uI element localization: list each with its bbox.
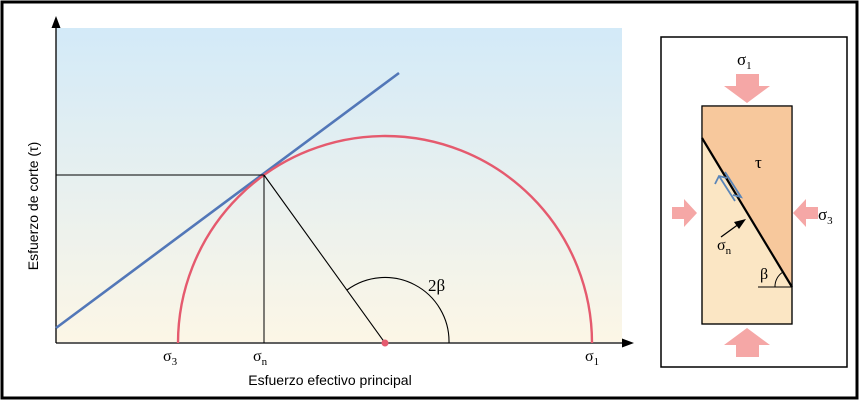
slip-arrows-icon <box>714 171 744 202</box>
sigma1-label: σ1 <box>737 50 752 72</box>
y-axis-title: Esfuerzo de corte (τ) <box>25 142 41 270</box>
bottom-compression-arrow-icon <box>724 328 770 357</box>
normal-arrowhead-icon <box>734 219 746 229</box>
specimen-outline <box>701 105 793 325</box>
mohr-circle <box>176 134 594 344</box>
top-compression-arrow-icon <box>724 74 770 103</box>
failure-envelope-line <box>55 71 400 330</box>
left-compression-arrow-icon <box>672 199 697 227</box>
sigma3-label: σ3 <box>818 205 833 227</box>
tick-label-sigma3: σ3 <box>163 348 178 368</box>
y-axis-arrowhead-icon <box>51 16 61 28</box>
beta-label: β <box>760 266 768 283</box>
plot-background <box>56 28 622 342</box>
x-axis-title: Esfuerzo efectivo principal <box>248 372 411 388</box>
fault-plane <box>701 137 793 288</box>
x-axis-arrowhead-icon <box>622 338 634 348</box>
tick-label-sigma1: σ1 <box>585 348 599 368</box>
right-compression-arrow-icon <box>793 199 818 227</box>
radius-line <box>263 174 386 344</box>
angle-2beta-label: 2β <box>428 276 445 295</box>
angle-arc <box>346 276 450 344</box>
upper-fault-block <box>702 106 792 287</box>
tick-label-sigma-n: σn <box>253 348 268 368</box>
shear-stress-label: τ <box>755 153 762 172</box>
mohr-diagram: 2β σ3 σn σ1 Esfuerzo efectivo principal … <box>25 16 634 388</box>
circle-center-dot <box>381 339 389 347</box>
beta-angle-arc <box>774 271 784 288</box>
specimen-panel: β τ σn σ1 σ3 <box>660 36 848 368</box>
normal-stress-label: σn <box>717 237 732 257</box>
